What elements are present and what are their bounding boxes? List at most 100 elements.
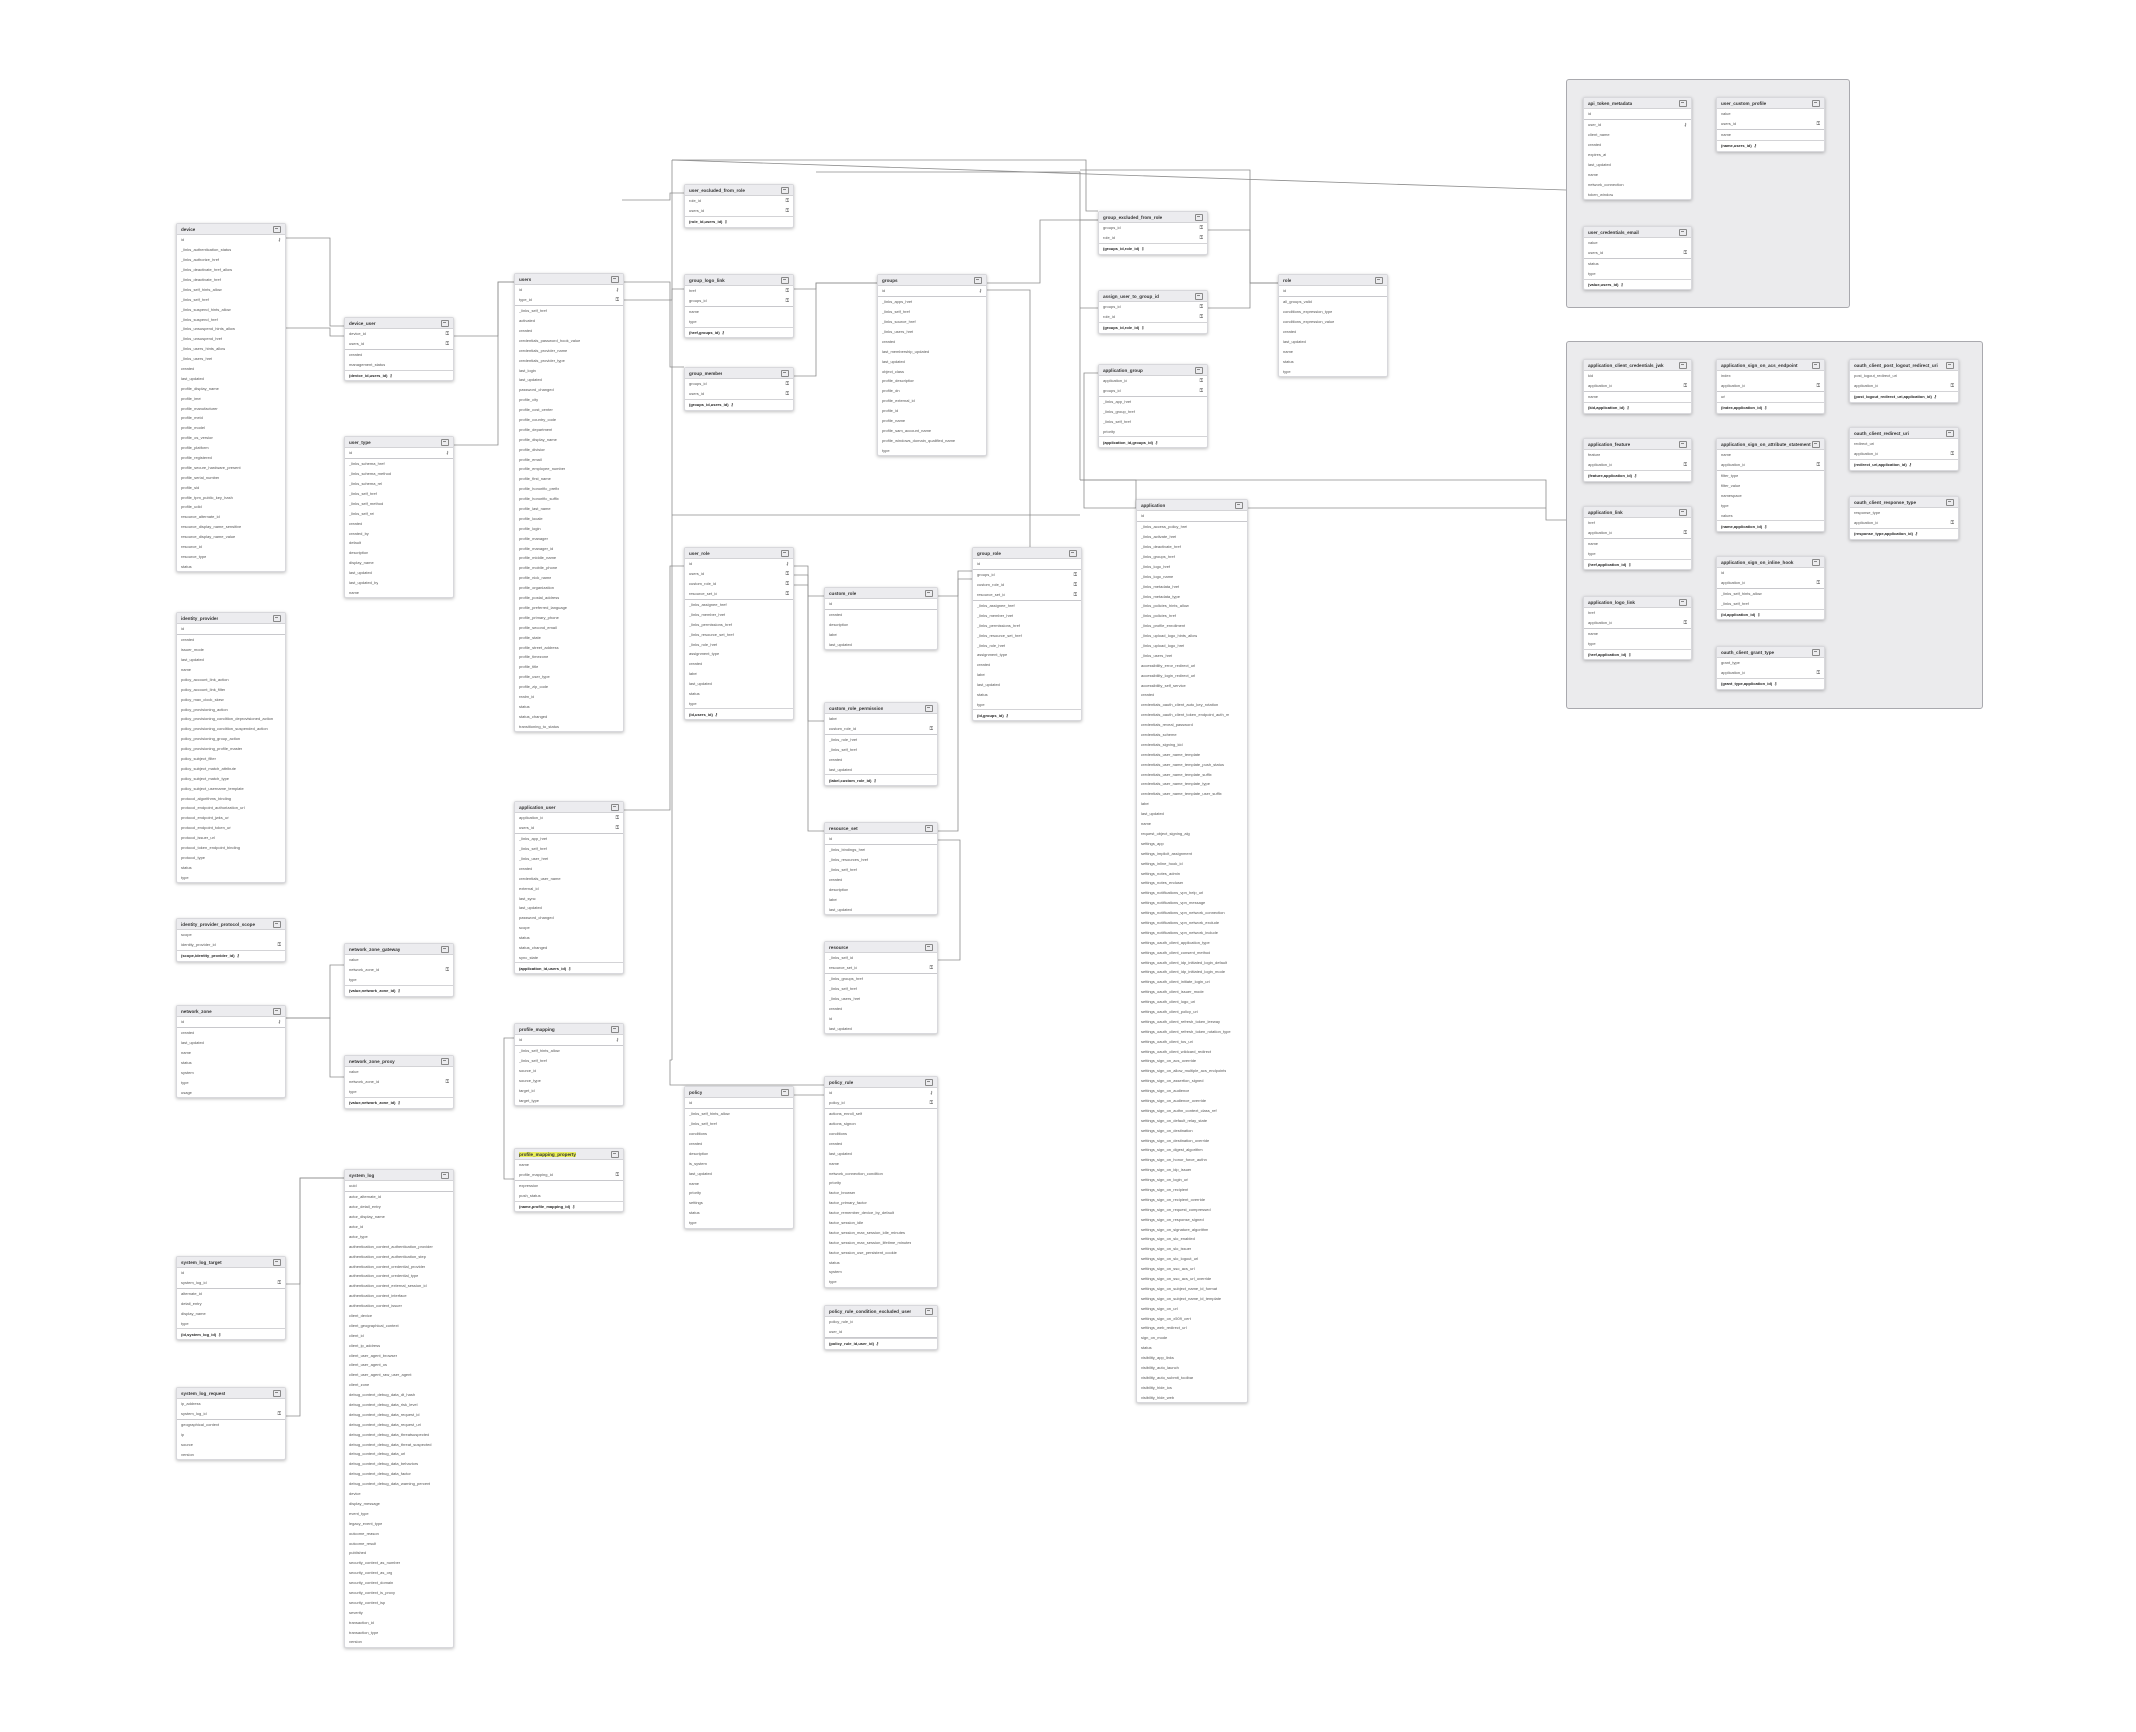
index-row[interactable]: (role_id,users_id)⚷: [685, 215, 793, 227]
column-row[interactable]: policy_subject_filter: [177, 754, 285, 764]
column-row[interactable]: geographical_context: [177, 1420, 285, 1430]
index-row[interactable]: (scope,identity_provider_id)⚷: [177, 949, 285, 961]
column-row[interactable]: _links_users_hints_allow: [177, 344, 285, 354]
column-row[interactable]: status: [1137, 1343, 1247, 1353]
column-row[interactable]: settings_oauth_client_idp_initiated_logi…: [1137, 957, 1247, 967]
column-row[interactable]: users_id⚿: [1717, 119, 1824, 130]
column-row[interactable]: created: [1137, 690, 1247, 700]
table-header[interactable]: custom_role: [825, 588, 937, 599]
column-row[interactable]: _links_self_href: [825, 865, 937, 875]
column-row[interactable]: created: [177, 364, 285, 374]
column-row[interactable]: created: [825, 1138, 937, 1148]
column-row[interactable]: last_login: [515, 365, 623, 375]
table-icon[interactable]: [611, 1025, 619, 1033]
column-row[interactable]: credentials_oauth_client_auto_key_rotati…: [1137, 700, 1247, 710]
column-row[interactable]: created: [1279, 327, 1387, 337]
table-header[interactable]: group_excluded_from_role: [1099, 212, 1207, 223]
column-row[interactable]: response_type: [1850, 508, 1958, 518]
column-row[interactable]: profile_manufacturer: [177, 403, 285, 413]
column-row[interactable]: id: [973, 559, 1081, 570]
column-row[interactable]: credentials_user_name_template_type: [1137, 779, 1247, 789]
column-row[interactable]: conditions: [825, 1129, 937, 1139]
column-row[interactable]: activated: [515, 316, 623, 326]
column-row[interactable]: credentials_user_name_template_suffix: [1137, 769, 1247, 779]
column-row[interactable]: groups_id⚿: [1099, 302, 1207, 312]
table-icon[interactable]: [611, 1150, 619, 1158]
column-row[interactable]: id: [1279, 286, 1387, 297]
column-row[interactable]: security_context_is_proxy: [345, 1588, 453, 1598]
table-header[interactable]: group_logo_link: [685, 275, 793, 286]
column-row[interactable]: visibility_app_links: [1137, 1353, 1247, 1363]
column-row[interactable]: debug_context_debug_data_threat_suspecte…: [345, 1439, 453, 1449]
column-row[interactable]: settings_sign_on_signature_algorithm: [1137, 1224, 1247, 1234]
column-row[interactable]: last_updated_by: [345, 578, 453, 588]
column-row[interactable]: href⚿: [685, 286, 793, 296]
table-header[interactable]: oauth_client_redirect_uri: [1850, 428, 1958, 439]
column-row[interactable]: status: [685, 1208, 793, 1218]
column-row[interactable]: last_sync: [515, 893, 623, 903]
column-row[interactable]: _links_self_href: [878, 307, 986, 317]
column-row[interactable]: last_updated: [685, 679, 793, 689]
column-row[interactable]: label: [825, 894, 937, 904]
column-row[interactable]: profile_first_name: [515, 474, 623, 484]
column-row[interactable]: _links_self_href: [515, 844, 623, 854]
column-row[interactable]: status: [177, 1058, 285, 1068]
column-row[interactable]: profile_meid: [177, 413, 285, 423]
table-header[interactable]: profile_mapping: [515, 1024, 623, 1035]
column-row[interactable]: profile_secure_hardware_present: [177, 462, 285, 472]
column-row[interactable]: type: [878, 445, 986, 455]
column-row[interactable]: display_message: [345, 1499, 453, 1509]
table-header[interactable]: resource_set: [825, 823, 937, 834]
column-row[interactable]: assignment_type: [685, 649, 793, 659]
column-row[interactable]: protocol_token_endpoint_binding: [177, 843, 285, 853]
column-row[interactable]: feature: [1584, 450, 1691, 460]
column-row[interactable]: settings_oauth_client_logo_uri: [1137, 997, 1247, 1007]
column-row[interactable]: _links_deactivate_href: [1137, 542, 1247, 552]
column-row[interactable]: created: [825, 755, 937, 765]
column-row[interactable]: settings_sign_on_idp_issuer: [1137, 1165, 1247, 1175]
column-row[interactable]: last_membership_updated: [878, 346, 986, 356]
column-row[interactable]: settings_oauth_client_consent_method: [1137, 947, 1247, 957]
column-row[interactable]: debug_context_debug_data_request_id: [345, 1409, 453, 1419]
column-row[interactable]: last_updated: [825, 1023, 937, 1033]
table-header[interactable]: policy_rule_condition_excluded_user: [825, 1306, 937, 1317]
column-row[interactable]: id⚷: [515, 1035, 623, 1046]
column-row[interactable]: resource_id: [177, 542, 285, 552]
column-row[interactable]: id⚷: [515, 285, 623, 295]
table-header[interactable]: group_role: [973, 548, 1081, 559]
column-row[interactable]: outcome_reason: [345, 1528, 453, 1538]
column-row[interactable]: profile_udid: [177, 502, 285, 512]
column-row[interactable]: profile_department: [515, 424, 623, 434]
table-header[interactable]: oauth_client_post_logout_redirect_uri: [1850, 360, 1958, 371]
column-row[interactable]: settings_notifications_vpn_network_inclu…: [1137, 927, 1247, 937]
column-row[interactable]: name: [825, 1158, 937, 1168]
column-row[interactable]: users_id⚿: [685, 206, 793, 216]
column-row[interactable]: type: [177, 1318, 285, 1328]
table-icon[interactable]: [1812, 558, 1820, 566]
column-row[interactable]: name: [1584, 392, 1691, 402]
column-row[interactable]: namespace: [1717, 491, 1824, 501]
column-row[interactable]: accessibility_self_service: [1137, 680, 1247, 690]
column-row[interactable]: created_by: [345, 528, 453, 538]
column-row[interactable]: value: [345, 1067, 453, 1077]
column-row[interactable]: client_device: [345, 1311, 453, 1321]
table-header[interactable]: user_excluded_from_role: [685, 185, 793, 196]
index-row[interactable]: (post_logout_redirect_uri,application_id…: [1850, 390, 1958, 402]
column-row[interactable]: _links_groups_href: [825, 974, 937, 984]
column-row[interactable]: settings_sign_on_subject_name_id_templat…: [1137, 1293, 1247, 1303]
column-row[interactable]: credentials_user_name: [515, 873, 623, 883]
table-icon[interactable]: [1946, 498, 1954, 506]
column-row[interactable]: _links_deactivate_href: [177, 275, 285, 285]
table-icon[interactable]: [1679, 508, 1687, 516]
column-row[interactable]: credentials_password_hook_value: [515, 335, 623, 345]
index-row[interactable]: (application_id,groups_id)⚷: [1099, 436, 1207, 447]
column-row[interactable]: profile_manager_id: [515, 543, 623, 553]
table-header[interactable]: groups: [878, 275, 986, 286]
column-row[interactable]: application_id⚿: [515, 813, 623, 823]
column-row[interactable]: id: [1137, 511, 1247, 522]
